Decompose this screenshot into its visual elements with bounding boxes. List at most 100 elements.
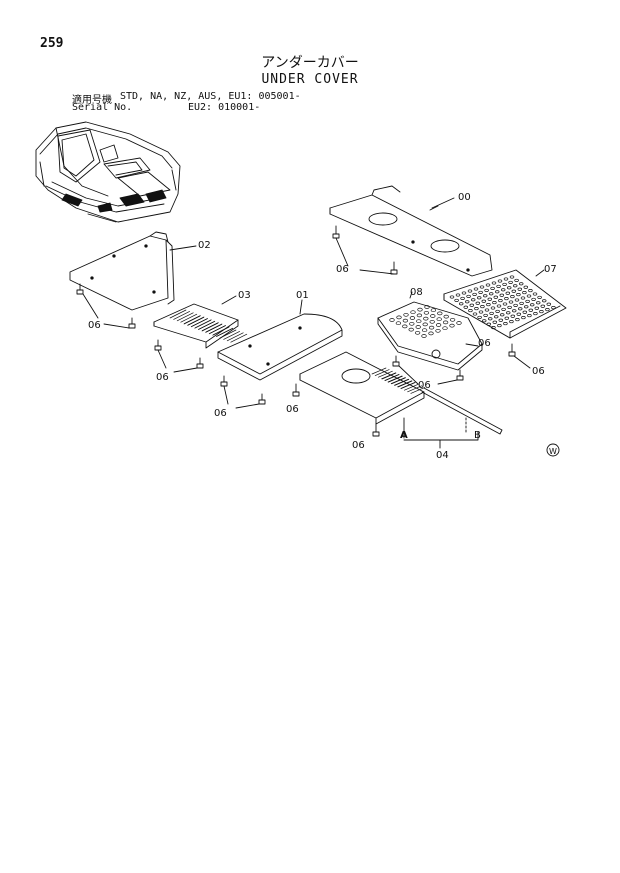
leader-01 [299,299,303,315]
perforation-hole [435,328,441,333]
callout-06-i: 06 [352,440,365,451]
perforation-hole [436,317,442,322]
page-number: 259 [40,36,64,51]
perforation-hole [402,318,409,323]
perforation-hole [508,300,514,304]
grille-slot [378,370,393,378]
perforation-hole [479,285,485,289]
grille-slot [384,374,400,381]
perforation-hole [540,304,546,308]
perforation-hole [449,317,456,322]
grille-slot [381,372,396,380]
perforation-hole [474,307,479,311]
grille-slot [407,385,422,393]
perforation-hole [475,301,481,305]
grille-slot [180,313,198,323]
grille-slot [397,380,412,388]
serial-models: STD, NA, NZ, AUS, EU1: 005001- [120,91,301,102]
perforation-hole [490,306,496,310]
grille-slot [404,383,419,391]
perforation-hole [449,323,455,328]
grille-slot [205,323,223,333]
perforation-hole [470,298,476,302]
perforation-hole [521,316,526,320]
perforation-hole [510,314,516,318]
part-03-bolts [154,339,204,373]
perforation-hole [481,319,487,323]
perforation-hole [395,321,402,326]
perforation-hole [437,311,443,316]
perforation-hole [466,294,471,298]
perforation-hole [430,308,437,313]
perforation-hole [499,313,505,317]
grille-slot [387,375,403,383]
perforation-hole [517,287,523,291]
perforation-hole [423,310,430,315]
perforation-hole [477,315,482,319]
grille-slot [216,327,234,337]
perforation-hole [525,299,530,303]
perforation-hole [486,303,491,307]
perforation-hole [512,284,518,288]
part-01-bolts [220,375,300,409]
perforation-hole [509,320,514,324]
perforation-hole [528,308,534,312]
leader-02 [169,245,197,251]
perforation-hole [484,288,489,292]
perforation-hole [478,290,483,294]
label-b: B [474,430,481,441]
perforation-hole [502,302,508,306]
part-07-bolt [508,343,531,369]
perforation-hole [389,318,395,322]
perforation-hole [472,312,478,316]
perforation-hole [458,302,464,306]
w-mark: W [546,443,560,457]
perforation-hole [518,282,524,286]
w-mark-letter: W [549,447,557,456]
leader-08 [409,291,413,299]
perforation-hole [511,289,517,293]
perforation-hole [467,289,473,293]
perforation-hole [421,334,427,338]
callout-06-g: 06 [214,408,227,419]
perforation-hole [499,293,505,297]
part-02-bolts [76,283,136,329]
perforation-hole [486,322,492,326]
serial-label-jp: 適用号機 [72,95,112,106]
perforation-hole [424,305,430,309]
perforation-hole [498,299,503,303]
part-00-bolts [332,225,398,275]
callout-06-c: 06 [532,366,545,377]
page-title-english: UNDER COVER [261,72,359,87]
perforation-hole [510,295,515,299]
perforation-hole [551,306,556,310]
part-08-oval-plate [377,301,483,371]
perforation-hole [522,291,527,295]
part-04-cover [299,351,503,441]
part-00-plate [329,185,493,277]
leader-00 [431,197,455,209]
perforation-hole [481,299,487,303]
perforation-hole [491,326,496,330]
perforation-hole [421,328,428,333]
perforation-hole [492,320,498,324]
perforation-hole [484,308,490,312]
perforation-hole [492,301,497,305]
perforation-hole [417,307,423,312]
part-08-bolts [392,343,479,385]
grille-slot [230,333,248,343]
part-04-bolt [372,423,380,437]
perforation-hole [408,327,414,332]
perforation-hole [461,291,467,295]
grille-slot [173,311,190,320]
grille-slot [194,319,212,329]
perforation-hole [483,313,488,317]
callout-06-f: 06 [156,372,169,383]
perforation-hole [505,291,511,295]
perforation-hole [496,304,502,308]
perforation-hole [456,321,462,325]
leader-07 [535,269,545,277]
perforation-hole [503,277,509,281]
perforation-hole [541,299,547,303]
perforation-hole [476,296,482,300]
